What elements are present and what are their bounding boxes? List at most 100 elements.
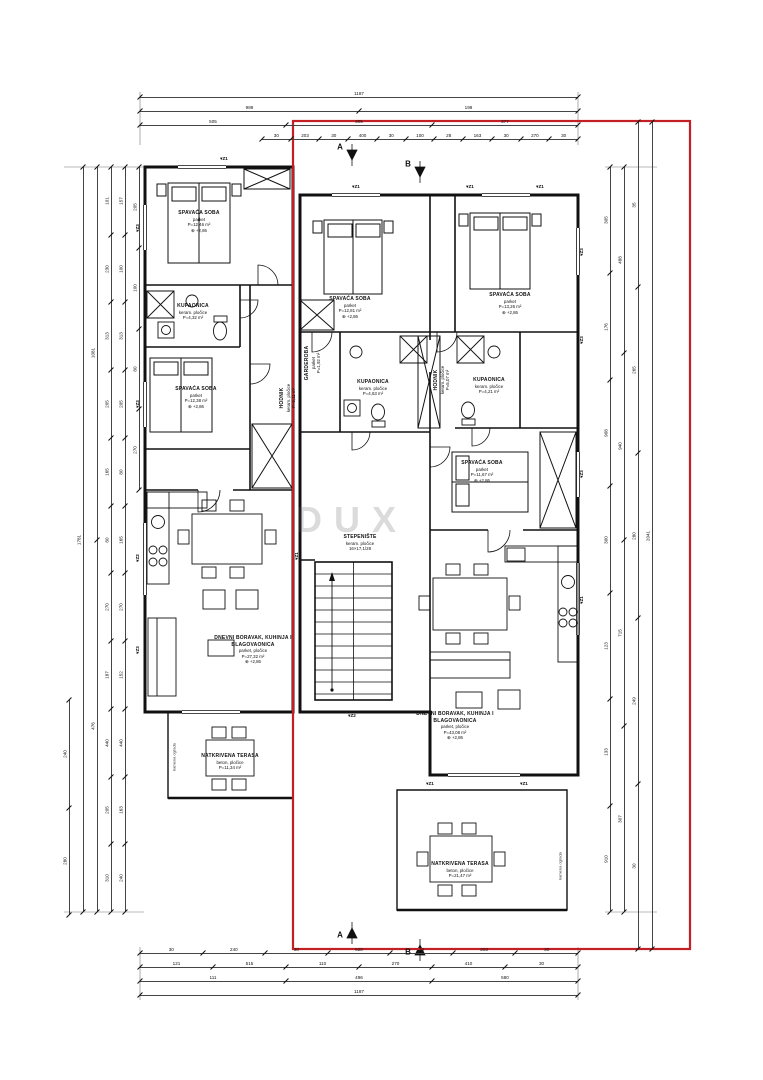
dimension-value: 30 [503,132,509,138]
dimension-value: 2041 [645,530,651,541]
opening-mark: ▾Z3 [579,248,584,256]
dimension-tick [136,487,142,493]
door-arcs [197,264,511,553]
dimension-value: 203 [480,946,488,952]
dimension-value: 163 [118,806,124,815]
dimension-value: 165 [104,467,110,476]
dimension-value: 249 [631,697,637,705]
opening-mark: ▾Z3 [135,646,140,654]
dimension-line [140,97,578,98]
dimension-value: 30 [631,863,637,869]
dimension-tick [108,909,114,915]
dimension-value: 198 [464,104,473,110]
dimension-value: 123 [603,642,609,650]
dimension-value: 280 [62,857,68,866]
dimension-value: 80 [132,366,138,372]
dimension-value: 940 [617,442,623,451]
dimension-line [652,122,653,949]
dimension-value: 620 [355,946,363,952]
opening-mark: ▾Z1 [294,552,299,560]
dimension-tick [575,136,581,142]
section-letter-b-top: B [405,159,411,169]
dimension-value: 80 [118,469,124,475]
dimension-line [140,125,578,126]
dimension-value: 505 [209,118,217,124]
dimension-line [262,139,578,140]
opening-mark: ▾Z2 [135,554,140,562]
dimension-tick [80,909,86,915]
dimension-tick [575,992,581,998]
dimension-value: 715 [617,628,623,637]
terrace-edge-label: kamena ograda [171,743,177,771]
watermark: DUX [295,499,409,540]
dimension-value: 488 [617,256,623,264]
dimension-value: 203 [301,132,309,138]
dimension-tick [649,946,655,952]
dimension-value: 30 [273,132,279,138]
opening-mark: ▾Z1 [466,184,474,189]
dimension-value: 240 [62,749,68,758]
beds [149,182,542,513]
dimension-line [140,953,578,954]
dimension-value: 515 [245,960,254,966]
dimension-value: 163 [473,132,482,138]
opening-mark: ▾Z2 [348,713,356,718]
dimension-value: 101 [104,197,110,205]
dimension-tick [575,122,581,128]
dimension-line [140,995,578,996]
dimension-value: 100 [118,264,124,273]
dimension-value: 989 [245,104,254,110]
dimension-value: 157 [118,197,124,205]
kitchen-and-furniture [146,491,579,897]
section-letter-b-bottom: B [405,947,411,957]
dimension-tick [607,909,613,915]
dimension-value: 270 [531,132,539,138]
dimension-value: 205 [104,806,110,815]
dimension-value: 1187 [354,988,364,994]
dimension-value: 908 [603,429,609,437]
dimension-tick [575,108,581,114]
dimension-value: 270 [132,445,138,454]
bathroom-fixtures [146,290,501,428]
extension-lines [64,92,657,1000]
section-letter-a-bottom: A [337,930,343,940]
dimension-value: 1781 [76,534,82,545]
dimension-value: 300 [603,535,609,544]
dimension-value: 80 [104,536,110,543]
dimension-value: 165 [118,535,124,544]
dimension-value: 30 [544,946,550,952]
opening-mark: ▾Z1 [536,184,544,189]
dimension-value: 265 [631,366,637,374]
dimension-value: 313 [104,332,110,341]
dimension-value: 270 [118,603,124,612]
dimension-tick [635,946,641,952]
opening-mark: ▾Z1 [579,596,584,604]
dimension-value: 310 [104,874,110,882]
dimension-value: 280 [631,531,637,540]
dimension-value: 176 [603,322,609,331]
opening-mark: ▾Z3 [135,224,140,232]
dimension-value: 377 [501,118,509,124]
dimension-tick [122,909,128,915]
dimension-value: 270 [391,960,400,966]
dimension-value: 205 [118,400,124,408]
dimension-value: 305 [355,118,363,124]
dimension-line [83,167,84,912]
wardrobes [243,168,577,529]
section-letter-a-top: A [337,142,343,152]
dimension-value: 313 [118,332,124,341]
dimension-value: 111 [209,974,217,980]
dimension-value: 28 [446,132,452,138]
dimension-value: 35 [631,202,637,208]
